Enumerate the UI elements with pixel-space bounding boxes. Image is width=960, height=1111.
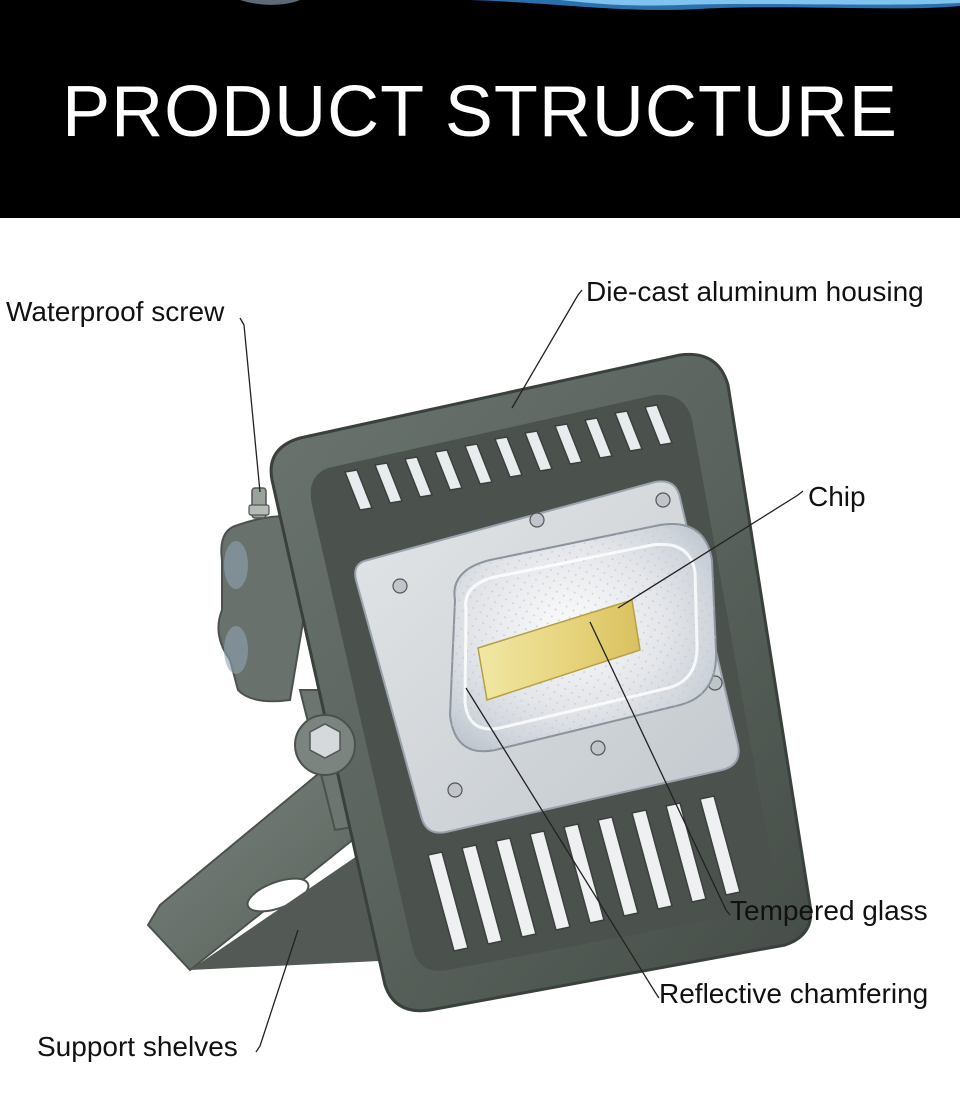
floodlight-diagram [146,289,813,1053]
leader-glass [589,621,731,916]
leader-chip [617,490,804,609]
page-title: PRODUCT STRUCTURE [62,72,898,152]
label-reflective-chamfering: Reflective chamfering [659,978,929,1009]
led-chip [477,599,641,701]
label-chip: Chip [808,481,866,512]
bracket-bolt [294,714,356,776]
label-die-cast-housing: Die-cast aluminum housing [586,276,924,307]
leader-chamfer [465,687,660,999]
header-banner: PRODUCT STRUCTURE [0,0,960,218]
label-support-shelves: Support shelves [37,1031,238,1062]
callout-leaders [239,289,804,1053]
waterproof-screw [248,487,270,519]
leader-screw [239,317,261,493]
label-tempered-glass: Tempered glass [730,895,928,926]
leader-shelves [255,929,299,1053]
water-splash-strip [240,0,960,10]
label-waterproof-screw: Waterproof screw [6,296,225,327]
leader-housing [511,289,583,409]
